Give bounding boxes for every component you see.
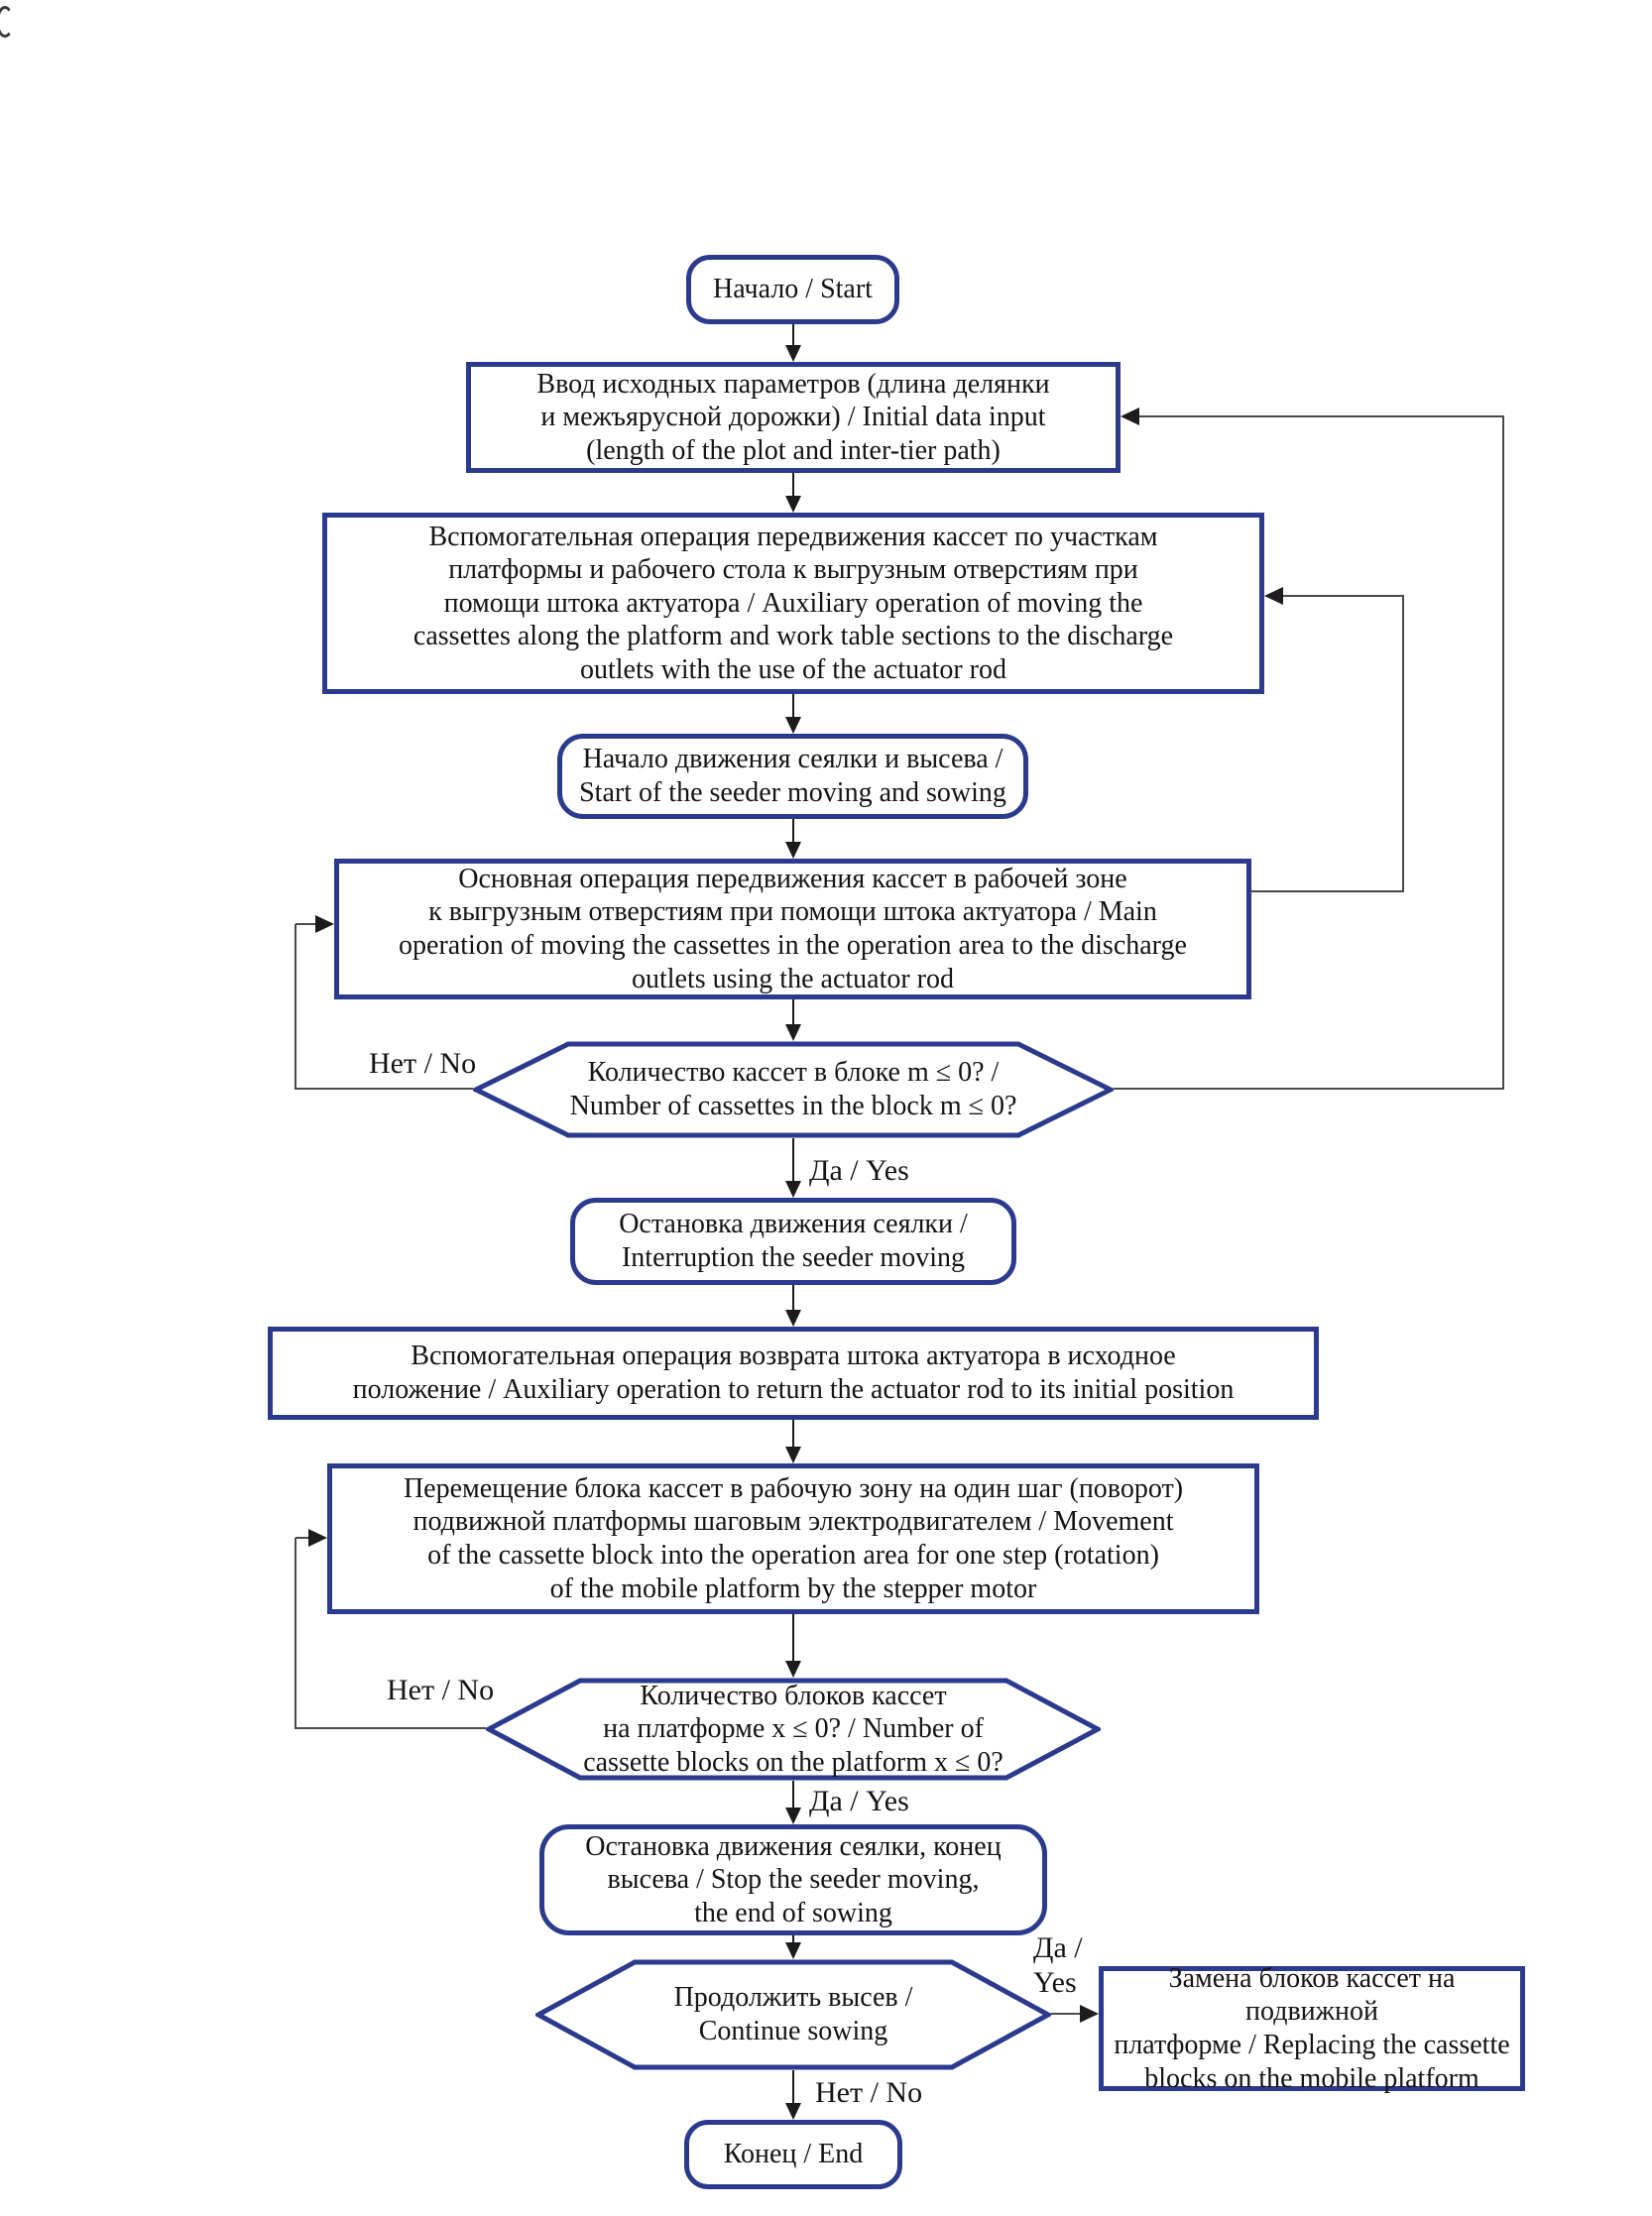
arrowhead-icon — [785, 345, 801, 362]
edge-label-no-continue: Нет / No — [815, 2076, 923, 2109]
connector-no1-vertical — [295, 924, 296, 1090]
node-return-actuator-rod-label: Вспомогательная операция возврата штока … — [352, 1341, 1235, 1405]
node-main-move-cassettes-label: Основная операция передвижения кассет в … — [399, 863, 1187, 994]
connector-dec1-to-input-entry — [1138, 415, 1504, 417]
arrowhead-icon — [1121, 408, 1139, 425]
arrowhead-icon — [785, 1024, 801, 1041]
connector-yes3-horizontal — [1051, 2013, 1083, 2015]
arrowhead-icon — [1080, 2005, 1099, 2023]
connector-no2-entry — [295, 1537, 309, 1539]
edge-label-yes-blocks: Да / Yes — [809, 1785, 909, 1817]
decision-hexagon-shape — [473, 1041, 1114, 1138]
node-replace-cassette-blocks-label: Замена блоков кассет на подвижной платфо… — [1114, 1962, 1510, 2094]
connector-no1-entry — [295, 923, 317, 925]
node-start-label: Начало / Start — [713, 274, 873, 305]
arrowhead-icon — [1264, 587, 1283, 605]
arrowhead-icon — [785, 1808, 801, 1824]
decision-hexagon-shape — [486, 1678, 1101, 1781]
arrowhead-icon — [785, 1942, 801, 1959]
connector-no2-vertical — [295, 1538, 296, 1729]
arrow-interrupt-to-return — [792, 1285, 794, 1312]
arrowhead-icon — [308, 1529, 327, 1547]
arrowhead-icon — [785, 496, 801, 513]
edge-label-no-cassettes: Нет / No — [369, 1047, 477, 1080]
arrowhead-icon — [785, 1661, 801, 1678]
node-auxiliary-move-cassettes: Вспомогательная операция передвижения ка… — [322, 513, 1264, 694]
scan-artifact-mark — [0, 6, 14, 38]
decision-cassettes-in-block-label: Количество кассет в блоке m ≤ 0? / Numbe… — [569, 1057, 1017, 1121]
node-end: Конец / End — [684, 2120, 902, 2189]
arrowhead-icon — [785, 1181, 801, 1198]
arrow-decision1-to-interrupt — [792, 1138, 794, 1183]
connector-dec1-to-input-vertical — [1502, 416, 1504, 1090]
arrowhead-icon — [785, 842, 801, 859]
node-interrupt-seeder: Остановка движения сеялки / Interruption… — [570, 1198, 1016, 1285]
node-replace-cassette-blocks: Замена блоков кассет на подвижной платфо… — [1099, 1963, 1525, 2094]
connector-main-to-aux-horizontal — [1251, 890, 1404, 892]
connector-main-to-aux-vertical — [1402, 596, 1404, 892]
arrow-startseeder-to-main — [792, 819, 794, 844]
arrow-decision2-to-stopend — [792, 1781, 794, 1809]
node-start: Начало / Start — [686, 255, 899, 324]
arrow-moveblock-to-decision2 — [792, 1614, 794, 1663]
decision-blocks-on-platform-label: Количество блоков кассет на платформе x … — [583, 1680, 1003, 1778]
decision-continue-sowing-label: Продолжить высев / Continue sowing — [673, 1982, 913, 2046]
node-end-label: Конец / End — [723, 2139, 864, 2170]
edge-label-yes-cassettes: Да / Yes — [809, 1154, 909, 1187]
edge-label-no-blocks: Нет / No — [387, 1674, 495, 1706]
node-interrupt-seeder-label: Остановка движения сеялки / Interruption… — [619, 1209, 968, 1273]
node-stop-seeder-end-sowing: Остановка движения сеялки, конец высева … — [539, 1824, 1047, 1935]
arrow-return-to-moveblock — [792, 1420, 794, 1449]
connector-main-to-aux-entry — [1282, 595, 1404, 597]
node-start-seeder-moving-label: Начало движения сеялки и высева / Start … — [579, 744, 1006, 808]
decision-continue-sowing: Продолжить высев / Continue sowing — [535, 1959, 1051, 2070]
arrow-main-to-decision1 — [792, 999, 794, 1026]
node-initial-data-input: Ввод исходных параметров (длина делянки … — [466, 362, 1121, 473]
connector-dec1-to-input-horizontal — [1114, 1088, 1504, 1090]
connector-no1-horizontal — [295, 1088, 473, 1090]
node-main-move-cassettes: Основная операция передвижения кассет в … — [334, 859, 1251, 999]
node-initial-data-input-label: Ввод исходных параметров (длина делянки … — [536, 368, 1050, 466]
node-move-cassette-block: Перемещение блока кассет в рабочую зону … — [327, 1463, 1259, 1614]
decision-cassettes-in-block: Количество кассет в блоке m ≤ 0? / Numbe… — [473, 1041, 1114, 1138]
arrow-auxiliary-to-startseeder — [792, 694, 794, 719]
arrowhead-icon — [785, 1310, 801, 1327]
arrow-decision3-to-end — [792, 2070, 794, 2105]
connector-no2-horizontal — [295, 1727, 486, 1729]
arrowhead-icon — [785, 1447, 801, 1463]
node-start-seeder-moving: Начало движения сеялки и высева / Start … — [557, 734, 1028, 819]
node-return-actuator-rod: Вспомогательная операция возврата штока … — [268, 1327, 1319, 1420]
edge-label-yes-continue: Да / Yes — [1033, 1931, 1083, 1999]
node-stop-seeder-end-sowing-label: Остановка движения сеялки, конец высева … — [585, 1830, 1002, 1928]
node-move-cassette-block-label: Перемещение блока кассет в рабочую зону … — [403, 1472, 1184, 1604]
node-auxiliary-move-cassettes-label: Вспомогательная операция передвижения ка… — [413, 521, 1174, 685]
decision-blocks-on-platform: Количество блоков кассет на платформе x … — [486, 1678, 1101, 1781]
decision-hexagon-shape — [535, 1959, 1051, 2070]
arrowhead-icon — [785, 2103, 801, 2120]
arrowhead-icon — [315, 915, 334, 933]
arrowhead-icon — [785, 717, 801, 734]
arrow-input-to-auxiliary — [792, 473, 794, 498]
arrow-start-to-input — [792, 324, 794, 347]
arrow-stopend-to-decision3 — [792, 1935, 794, 1945]
